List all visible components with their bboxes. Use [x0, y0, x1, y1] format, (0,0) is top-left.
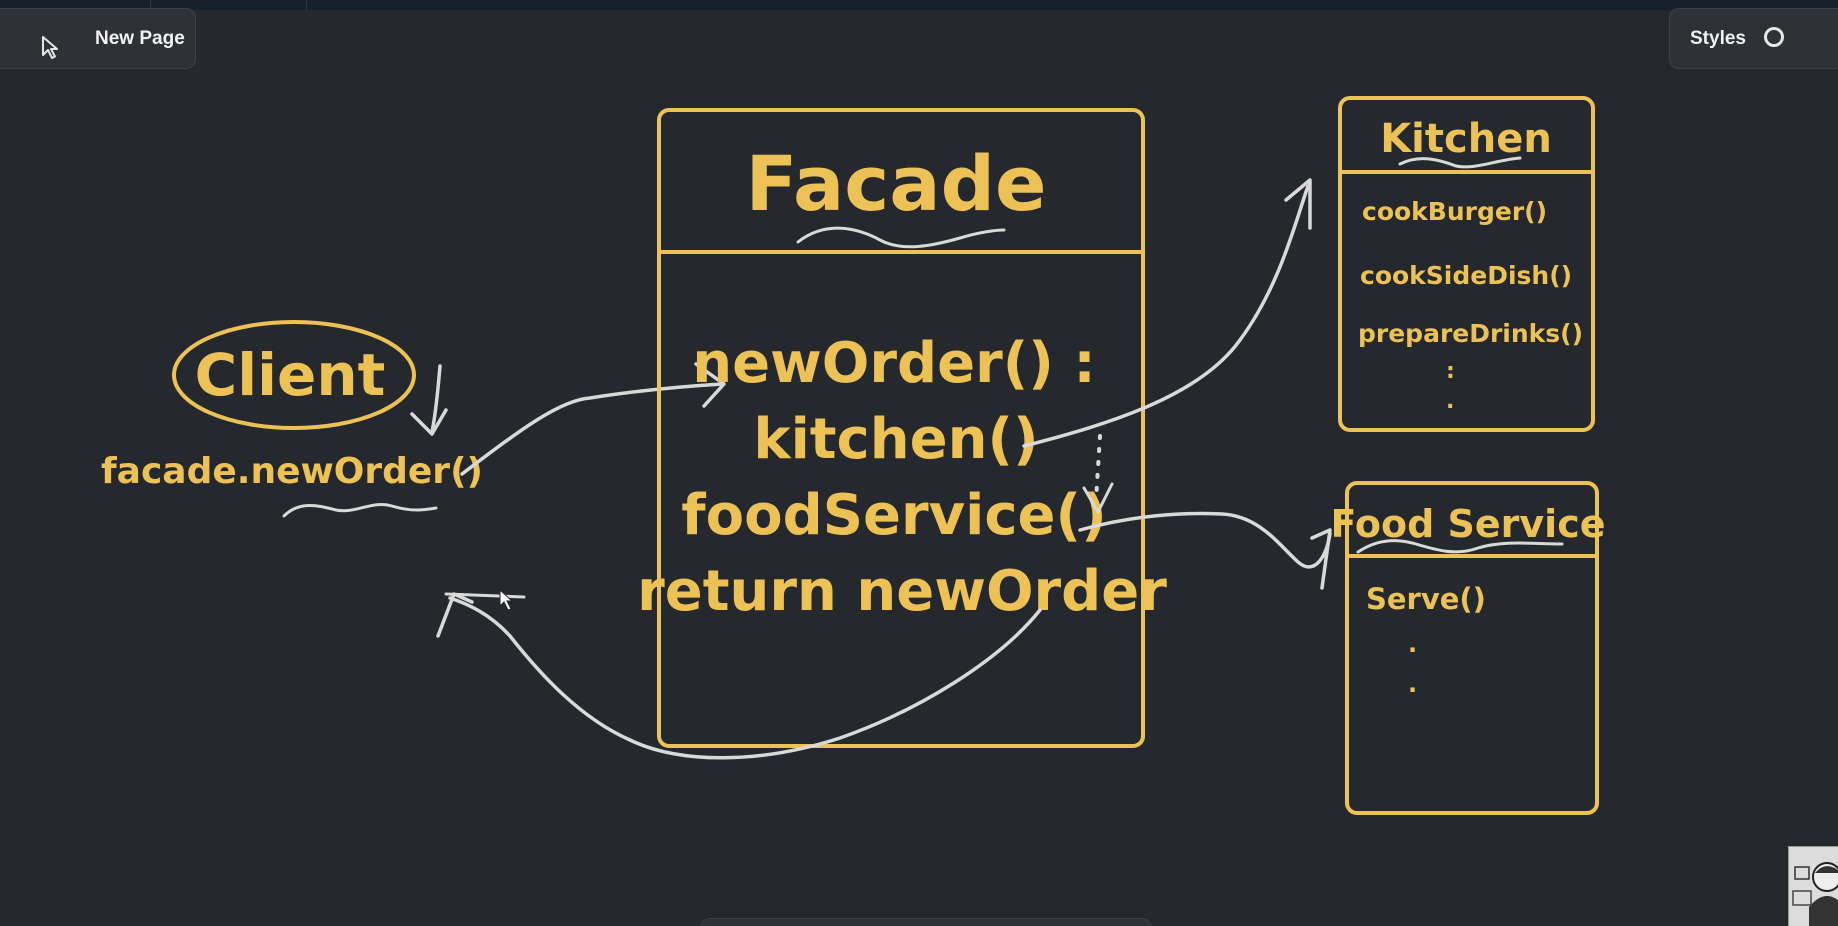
facade-to-kitchen-arrowhead — [1284, 178, 1312, 230]
facade-to-foodservice-arrow — [1078, 511, 1332, 569]
bottom-toolbar-handle[interactable] — [700, 918, 1152, 926]
top-strip-tab — [150, 0, 307, 10]
facade-title-underline — [796, 226, 1006, 249]
return-arrow-stroke — [444, 592, 526, 599]
styles-label[interactable]: Styles — [1690, 28, 1746, 49]
facade-line-return: return newOrder — [637, 559, 1167, 624]
foodservice-box — [1345, 481, 1599, 815]
facade-line-kitchen: kitchen() — [753, 407, 1038, 472]
page-menu[interactable]: New Page — [0, 8, 196, 69]
client-down-arrow — [430, 364, 442, 434]
kitchen-title-underline — [1398, 156, 1522, 169]
facade-line-neworder: newOrder() : — [692, 331, 1096, 396]
top-strip-tab — [0, 0, 151, 10]
foodservice-ellipsis-1: . — [1408, 670, 1417, 698]
sketch-avatar-icon — [1792, 862, 1838, 926]
kitchen-title: Kitchen — [1380, 116, 1552, 162]
kitchen-method-0: cookBurger() — [1362, 197, 1547, 226]
kitchen-method-2: prepareDrinks() — [1358, 319, 1583, 348]
foodservice-ellipsis-0: . — [1408, 630, 1417, 658]
kitchen-ellipsis-0: : — [1446, 359, 1455, 384]
facade-to-kitchen-arrow — [1022, 184, 1310, 448]
ring-icon[interactable] — [1764, 27, 1784, 47]
avatar — [1788, 846, 1838, 926]
client-call: facade.newOrder() — [101, 451, 483, 492]
kitchen-method-1: cookSideDish() — [1360, 261, 1572, 290]
dotted-arrowhead — [1082, 482, 1114, 514]
styles-panel[interactable]: Styles ⋮ — [1669, 8, 1838, 69]
dotted-arrow — [1094, 434, 1102, 502]
foodservice-title-underline — [1356, 539, 1564, 554]
top-strip — [0, 0, 1838, 10]
client-to-facade-arrow — [460, 382, 724, 476]
more-icon[interactable]: ⋮ — [1834, 27, 1838, 48]
facade-line-foodservice: foodService() — [681, 483, 1106, 548]
mouse-pointer-icon — [499, 588, 514, 611]
foodservice-title: Food Service — [1330, 502, 1605, 546]
cursor-icon[interactable] — [39, 35, 61, 61]
kitchen-ellipsis-1: . — [1446, 389, 1454, 414]
facade-to-foodservice-arrowhead — [1310, 528, 1332, 590]
return-arrow — [448, 596, 1042, 760]
facade-box — [657, 108, 1145, 748]
page-name[interactable]: New Page — [95, 28, 185, 49]
foodservice-method-0: Serve() — [1366, 582, 1486, 616]
facade-title: Facade — [745, 139, 1046, 228]
client-ellipse — [172, 320, 416, 430]
client-title: Client — [195, 341, 386, 409]
kitchen-box — [1338, 96, 1595, 432]
client-to-facade-arrowhead — [694, 362, 726, 408]
client-down-arrowhead — [410, 408, 448, 436]
client-call-underline — [282, 503, 438, 518]
